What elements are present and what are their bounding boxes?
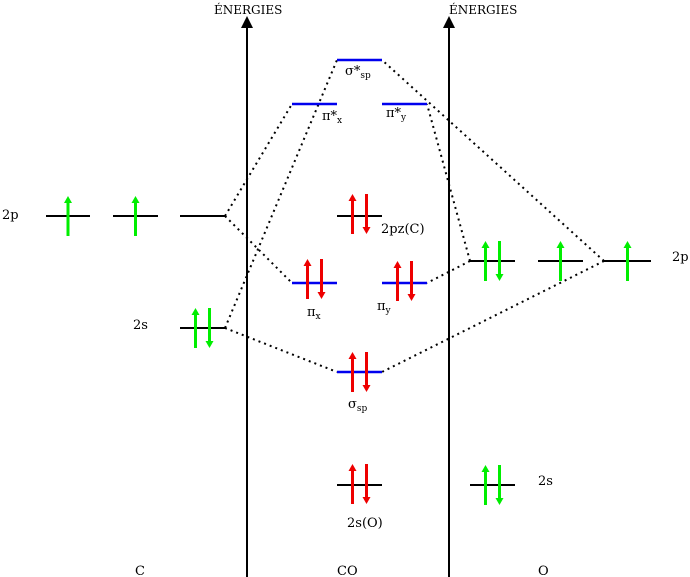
connector-o2p-sigmastar	[381, 59, 605, 262]
o-2p-1-electron-down-head	[495, 274, 504, 281]
axis-label-right: ÉNERGIES	[449, 2, 517, 17]
2s-o-label: 2s(O)	[347, 516, 383, 531]
sigma-label: σsp	[348, 397, 367, 414]
2pz-label: 2pz(C)	[381, 222, 425, 237]
o-2p-2-electron-up-head	[556, 241, 565, 248]
column-label-co: CO	[337, 564, 358, 577]
mo-pi-y-electron-up-head	[393, 261, 402, 268]
column-label-oxygen: O	[538, 564, 549, 577]
mo-sigma-electron-up-head	[348, 352, 357, 359]
mo-2pz-electron-up-head	[348, 194, 357, 201]
connector-c2s-sigmastar	[224, 59, 338, 329]
o-2s-electron-down-head	[495, 498, 504, 505]
mo-sigma-electron-down-head	[362, 385, 371, 392]
oxygen-levels	[470, 260, 651, 486]
mo-2s-electron-up-head	[348, 464, 357, 471]
o-2p-3-electron-up-head	[623, 241, 632, 248]
connector-c2s-sigma	[224, 327, 338, 373]
pi-star-x-label: π*x	[322, 109, 342, 126]
o-2s-label: 2s	[538, 474, 553, 489]
connector-o2p-sigma	[381, 260, 605, 373]
connector-c2p-pi	[224, 215, 293, 284]
pi-star-y-label: π*y	[386, 106, 407, 123]
mo-pi-x-electron-down-head	[317, 292, 326, 299]
sigma-star-label: σ*sp	[345, 64, 371, 81]
c-2p-label: 2p	[2, 208, 19, 223]
electrons	[64, 194, 632, 505]
mo-pi-x-electron-up-head	[303, 259, 312, 266]
c-2p-2-electron-up-head	[131, 196, 140, 203]
molecular-levels	[292, 58, 427, 486]
o-2p-1-electron-up-head	[481, 241, 490, 248]
axis-label-left: ÉNERGIES	[214, 2, 282, 17]
connector-o2p-pi	[426, 260, 471, 284]
mo-pi-y-electron-down-head	[407, 294, 416, 301]
c-2s-electron-up-head	[191, 308, 200, 315]
mo-2s-electron-down-head	[362, 497, 371, 504]
pi-x-label: πx	[307, 305, 321, 322]
pi-y-label: πy	[377, 299, 392, 316]
mo-2pz-electron-down-head	[362, 227, 371, 234]
o-2s-electron-up-head	[481, 465, 490, 472]
c-2s-label: 2s	[133, 318, 148, 333]
c-2s-electron-down-head	[205, 341, 214, 348]
connector-c2p-pistar	[224, 103, 293, 217]
column-label-carbon: C	[135, 564, 145, 577]
c-2p-1-electron-up-head	[64, 196, 72, 203]
o-2p-label: 2p	[672, 250, 689, 265]
correlation-lines	[224, 59, 605, 373]
